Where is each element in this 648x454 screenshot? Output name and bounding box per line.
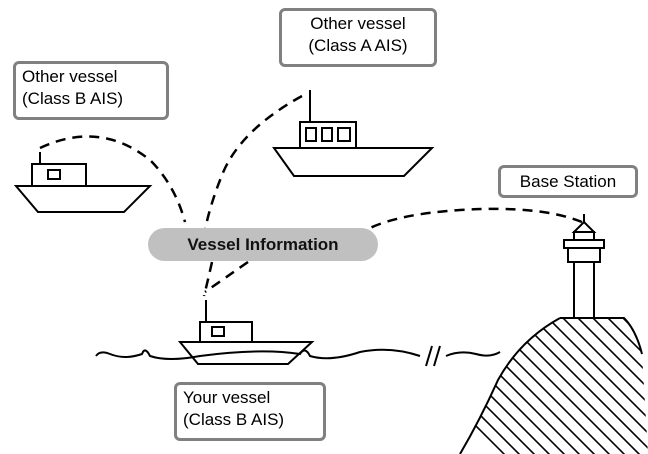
link-base-to-info — [369, 207, 583, 230]
cliff — [459, 317, 648, 454]
other-vessel-a-ship — [272, 90, 435, 177]
link-info-to-your-vessel-2 — [202, 261, 214, 297]
label-other-vessel-class-a: Other vessel (Class A AIS) — [279, 8, 437, 67]
base-station-tower — [563, 214, 605, 319]
label-other-vessel-class-a-line2: (Class A AIS) — [308, 36, 408, 55]
link-other-a-to-info — [203, 94, 303, 231]
label-your-vessel: Your vessel (Class B AIS) — [174, 382, 326, 441]
label-other-vessel-class-b-line1: Other vessel — [22, 67, 118, 86]
label-other-vessel-class-b-line2: (Class B AIS) — [22, 89, 124, 108]
label-vessel-information: Vessel Information — [148, 228, 378, 261]
label-base-station: Base Station — [498, 165, 638, 198]
label-other-vessel-class-a-line1: Other vessel — [310, 14, 406, 33]
label-other-vessel-class-b: Other vessel (Class B AIS) — [13, 61, 169, 120]
link-info-to-your-vessel — [204, 260, 249, 294]
label-your-vessel-line2: (Class B AIS) — [183, 410, 285, 429]
sea-line — [95, 345, 501, 367]
label-your-vessel-line1: Your vessel — [183, 388, 271, 407]
other-vessel-b-ship — [13, 152, 153, 213]
your-vessel-ship — [177, 300, 315, 365]
